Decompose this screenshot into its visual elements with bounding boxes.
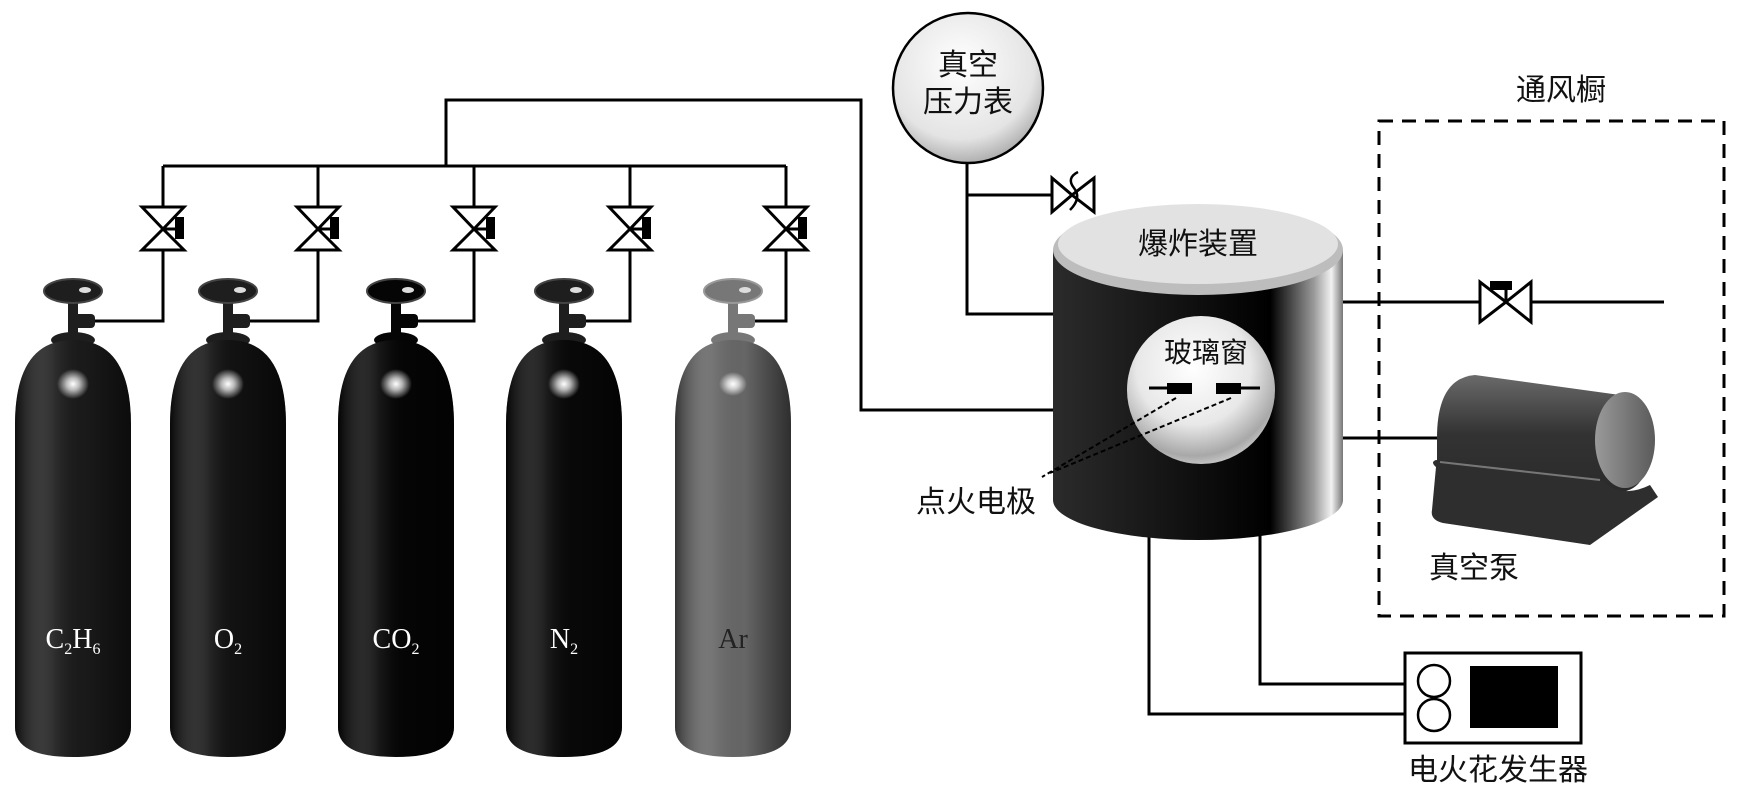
gauge-label-line2: 压力表 [923, 85, 1013, 120]
valve-handle [642, 217, 651, 239]
electrode-right [1216, 383, 1241, 394]
valve-handle [486, 217, 495, 239]
cylinder-n2: N2 [506, 278, 622, 757]
highlight [212, 369, 244, 399]
gauge-face [891, 11, 1045, 165]
fume-hood-boundary [1377, 119, 1726, 618]
outlet [73, 314, 95, 328]
outlet [228, 314, 250, 328]
valve-handle [175, 217, 184, 239]
vessel-label: 爆炸装置 [1138, 227, 1258, 262]
spark-generator [1403, 651, 1583, 745]
highlight [380, 369, 412, 399]
cylinder-label: O2 [214, 624, 242, 658]
valve-co2[interactable] [449, 205, 499, 252]
branch-co2 [416, 166, 499, 323]
cylinder-label: Ar [718, 624, 748, 655]
cylinder-c2h6: C2H6 [15, 278, 131, 757]
vent-valve[interactable] [1050, 170, 1096, 216]
main-feed-pipe [444, 98, 1053, 412]
cylinder-co2: CO2 [338, 278, 454, 757]
pump-end-cap [1595, 392, 1655, 488]
spark-generator-label: 电火花发生器 [1408, 753, 1588, 788]
window-label: 玻璃窗 [1164, 336, 1248, 369]
valve-actuator [1490, 281, 1512, 290]
valve-n2[interactable] [605, 205, 655, 252]
outlet [564, 314, 586, 328]
valve-o2[interactable] [293, 205, 343, 252]
highlight [57, 369, 89, 399]
valve-handle [798, 217, 807, 239]
gas-cylinders: C2H6 O2 CO2 N2 Ar [15, 278, 791, 757]
gauge-label-line1: 真空 [938, 48, 998, 83]
electrode-label: 点火电极 [916, 485, 1036, 520]
pump-cylinder [1437, 375, 1650, 492]
terminal-bottom[interactable] [1416, 697, 1452, 733]
cylinder-label: CO2 [373, 624, 420, 658]
electrode-left [1167, 383, 1192, 394]
valve-handle [330, 217, 339, 239]
pump-label: 真空泵 [1429, 551, 1519, 586]
cylinder-label: C2H6 [46, 624, 101, 658]
exhaust-valve[interactable] [1478, 278, 1533, 326]
outlet [733, 314, 755, 328]
terminal-top[interactable] [1416, 663, 1452, 699]
highlight [548, 369, 580, 399]
cylinder-o2: O2 [170, 278, 286, 757]
display-screen [1470, 666, 1558, 728]
valve-c2h6[interactable] [138, 205, 188, 252]
handwheel[interactable] [534, 278, 594, 304]
glass-window [1127, 316, 1275, 464]
branch-n2 [584, 166, 655, 323]
highlight [719, 372, 747, 396]
explosion-vessel: 爆炸装置 玻璃窗 [1053, 204, 1343, 540]
electrode-leaders [1041, 397, 1232, 478]
cylinder-branches [93, 166, 811, 323]
valve-ar[interactable] [761, 205, 811, 252]
spring-icon [1069, 170, 1079, 211]
cylinder-label: N2 [550, 624, 578, 658]
handwheel[interactable] [198, 278, 258, 304]
vacuum-gauge: 真空 压力表 [891, 11, 1045, 165]
fume-hood-label: 通风橱 [1516, 73, 1606, 108]
vacuum-pump [1431, 375, 1658, 545]
gas-piping [163, 98, 1664, 716]
handwheel[interactable] [366, 278, 426, 304]
pump-base [1431, 460, 1658, 545]
vessel-lid [1058, 204, 1338, 284]
branch-o2 [248, 166, 343, 323]
branch-c2h6 [93, 166, 188, 323]
branch-ar [753, 166, 811, 323]
handwheel[interactable] [43, 278, 103, 304]
handwheel[interactable] [703, 278, 763, 304]
cylinder-ar: Ar [675, 278, 791, 757]
gauge-pipe [965, 163, 1053, 316]
outlet [396, 314, 418, 328]
